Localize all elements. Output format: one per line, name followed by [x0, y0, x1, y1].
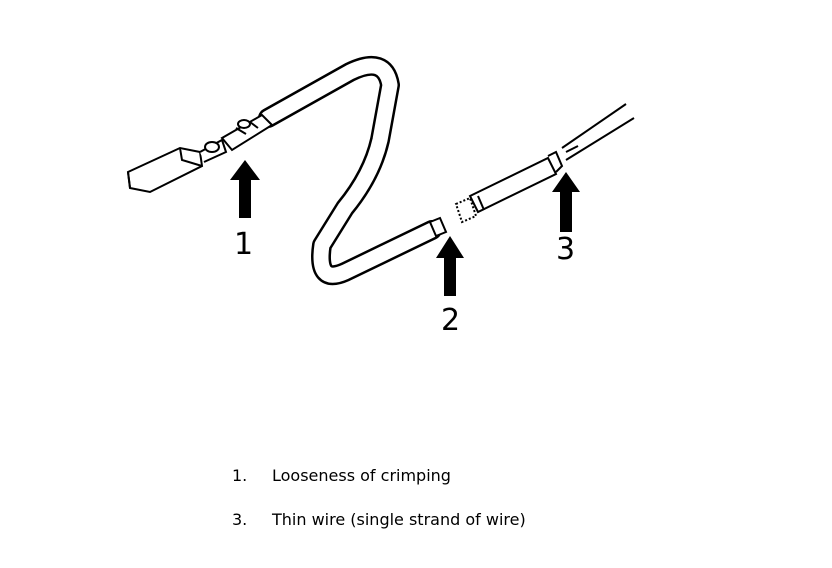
pointer-arrows	[230, 160, 580, 296]
crimp-terminal	[126, 113, 274, 194]
arrow-3	[552, 172, 580, 232]
connector-joint	[428, 150, 564, 238]
callout-1: 1	[234, 227, 254, 262]
callout-2: 2	[441, 303, 461, 338]
legend-number: 1.	[232, 466, 248, 485]
wire-harness-figure: 1 2 3	[126, 55, 635, 338]
legend-number: 3.	[232, 510, 248, 529]
thin-wire-strands	[561, 103, 635, 161]
arrow-2	[436, 236, 464, 296]
wire-harness-illustration	[126, 55, 635, 296]
callout-3: 3	[556, 232, 576, 267]
wire-cable	[258, 55, 442, 286]
legend-text: Looseness of crimping	[272, 466, 451, 485]
arrow-1	[230, 160, 260, 218]
legend-text: Thin wire (single strand of wire)	[272, 510, 526, 529]
